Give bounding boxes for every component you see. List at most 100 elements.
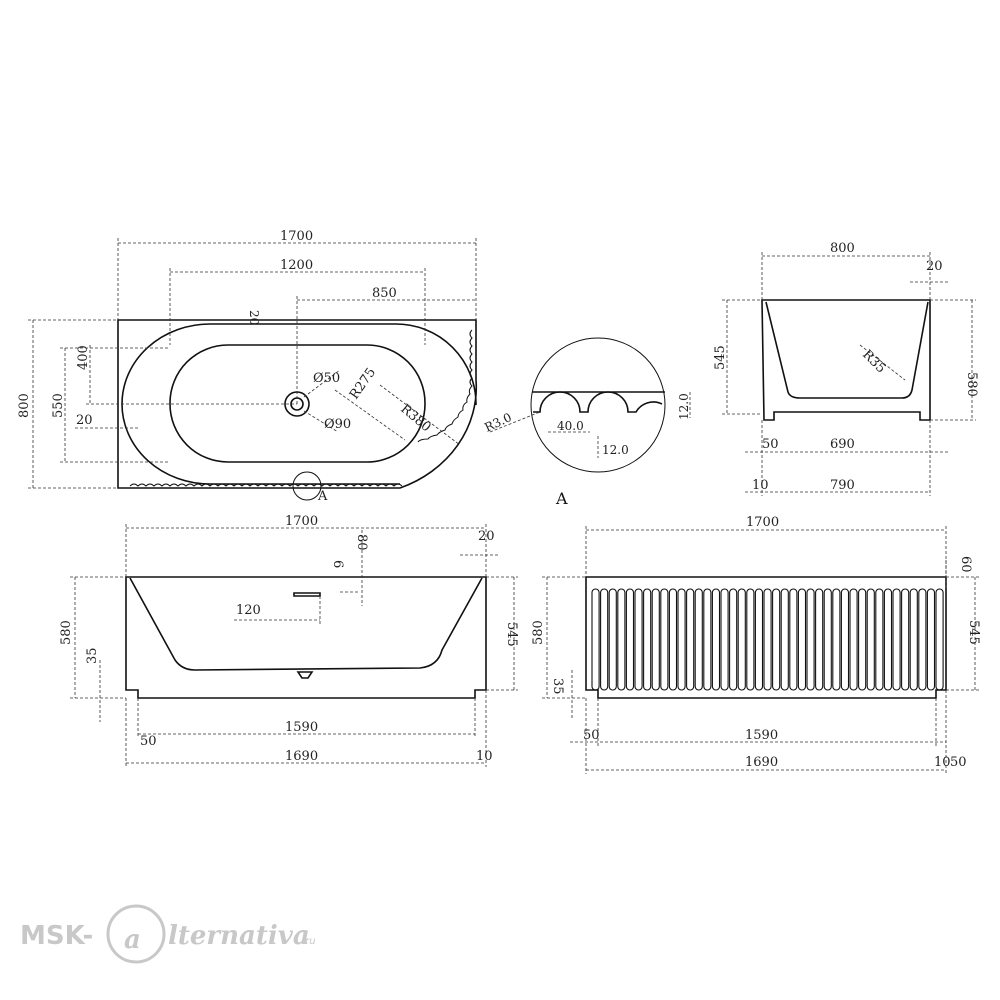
dim-inner-radius: R275 — [347, 365, 379, 402]
flute — [832, 588, 841, 691]
flute — [789, 588, 798, 691]
logo-suffix: lternativa — [168, 921, 310, 951]
flute — [901, 588, 910, 691]
logo-at-letter: a — [124, 925, 141, 955]
side-dim-bottom-width: 790 — [830, 478, 855, 493]
brand-logo: MSK- a lternativa .ru — [20, 904, 316, 964]
detail-a-radius: R3.0 — [482, 410, 513, 435]
flute — [660, 588, 669, 691]
flute — [754, 588, 764, 691]
side-view-outline — [761, 299, 931, 421]
side-dim-top-width: 800 — [830, 241, 855, 256]
front-dim-overflow-width: 120 — [236, 603, 261, 618]
flute — [892, 588, 901, 691]
dim-rim-offset: 20 — [76, 413, 93, 428]
detail-a-label: A — [555, 489, 568, 508]
detail-a-groove-height: 12.0 — [677, 393, 691, 420]
flute — [677, 588, 686, 691]
dim-inner-width: 400 — [76, 345, 91, 370]
front-dim-step: 10 — [476, 749, 493, 764]
flute — [746, 588, 755, 691]
front-view-overflow — [293, 592, 321, 597]
front-view-outline — [125, 576, 487, 699]
flute — [711, 588, 721, 691]
back-dim-total-base: 1690 — [745, 755, 778, 770]
side-view-basin — [765, 301, 929, 399]
front-dim-overflow-height: 80 — [354, 534, 369, 551]
logo-prefix: MSK- — [20, 921, 93, 951]
top-view-flutes — [129, 483, 403, 487]
dim-inner-length: 1200 — [280, 258, 313, 273]
front-dim-overflow-size: 6 — [330, 560, 345, 568]
detail-a: 40.0 12.0 12.0 R3.0 A — [482, 337, 691, 508]
flute — [918, 588, 927, 691]
flute — [849, 588, 858, 691]
detail-a-groove-depth: 12.0 — [602, 443, 629, 457]
flute — [634, 588, 643, 691]
back-dim-foot: 50 — [583, 728, 600, 743]
side-view: 800 20 545 580 R35 50 690 10 790 — [713, 241, 979, 496]
flute — [720, 588, 729, 691]
front-dim-base-length: 1590 — [285, 720, 318, 735]
top-view-rim — [121, 323, 477, 485]
top-view-outline — [117, 319, 478, 489]
detail-marker-circle — [292, 471, 322, 501]
side-dim-radius: R35 — [859, 347, 888, 376]
front-dim-base: 35 — [85, 647, 100, 664]
front-dim-height-outer: 580 — [59, 620, 74, 645]
flute — [909, 588, 918, 691]
back-dim-overall-length: 1700 — [746, 515, 779, 530]
back-view-flutes — [591, 588, 944, 691]
flute — [694, 588, 703, 691]
flute — [763, 588, 772, 691]
side-dim-step: 10 — [752, 478, 769, 493]
logo-domain: .ru — [302, 936, 316, 947]
side-dim-height-outer: 580 — [964, 372, 979, 397]
flute — [608, 588, 617, 691]
flute — [600, 588, 609, 691]
flute — [591, 588, 600, 691]
flute — [823, 588, 832, 691]
flute — [668, 588, 678, 691]
back-dim-base: 35 — [550, 678, 565, 695]
flute — [883, 588, 893, 691]
dim-drain-diameter: Ø50 — [313, 371, 340, 386]
front-dim-height-inner: 545 — [504, 622, 519, 647]
flute — [926, 588, 936, 691]
side-dim-inner-bottom: 690 — [830, 437, 855, 452]
flute — [625, 588, 635, 691]
front-dim-rim: 20 — [478, 529, 495, 544]
back-dim-height-inner: 545 — [966, 620, 981, 645]
dim-drain-to-end: 850 — [372, 286, 397, 301]
front-view-basin — [129, 577, 483, 671]
flute — [840, 588, 850, 691]
flute — [617, 588, 626, 691]
front-view: 1700 20 80 6 120 580 35 545 1590 50 1690… — [59, 514, 519, 767]
dim-outer-radius: R380 — [397, 402, 433, 436]
top-view: A 1700 1200 850 20 800 550 400 20 Ø50 Ø9… — [17, 229, 478, 504]
back-dim-end-foot: 50 — [950, 755, 967, 770]
front-view-drain — [296, 671, 314, 679]
flute — [686, 588, 695, 691]
flute — [875, 588, 884, 691]
back-dim-height-outer: 580 — [531, 620, 546, 645]
side-dim-height-inner: 545 — [713, 345, 728, 370]
flute — [703, 588, 712, 691]
flute — [772, 588, 781, 691]
dim-overall-width: 800 — [17, 393, 32, 418]
top-view-basin — [169, 344, 426, 463]
flute — [806, 588, 815, 691]
dim-overall-length: 1700 — [280, 229, 313, 244]
side-dim-foot: 50 — [762, 437, 779, 452]
back-dim-base-length: 1590 — [745, 728, 778, 743]
dim-outer-width: 550 — [51, 393, 66, 418]
detail-a-groove-width: 40.0 — [557, 419, 584, 433]
detail-a-circle — [530, 337, 666, 473]
detail-a-grooves — [533, 391, 663, 413]
flute — [797, 588, 807, 691]
flute — [780, 588, 789, 691]
back-view: 1700 60 580 35 545 50 1590 1690 10 50 — [531, 515, 981, 774]
back-dim-rim: 60 — [958, 556, 973, 573]
detail-marker-label: A — [317, 489, 328, 504]
